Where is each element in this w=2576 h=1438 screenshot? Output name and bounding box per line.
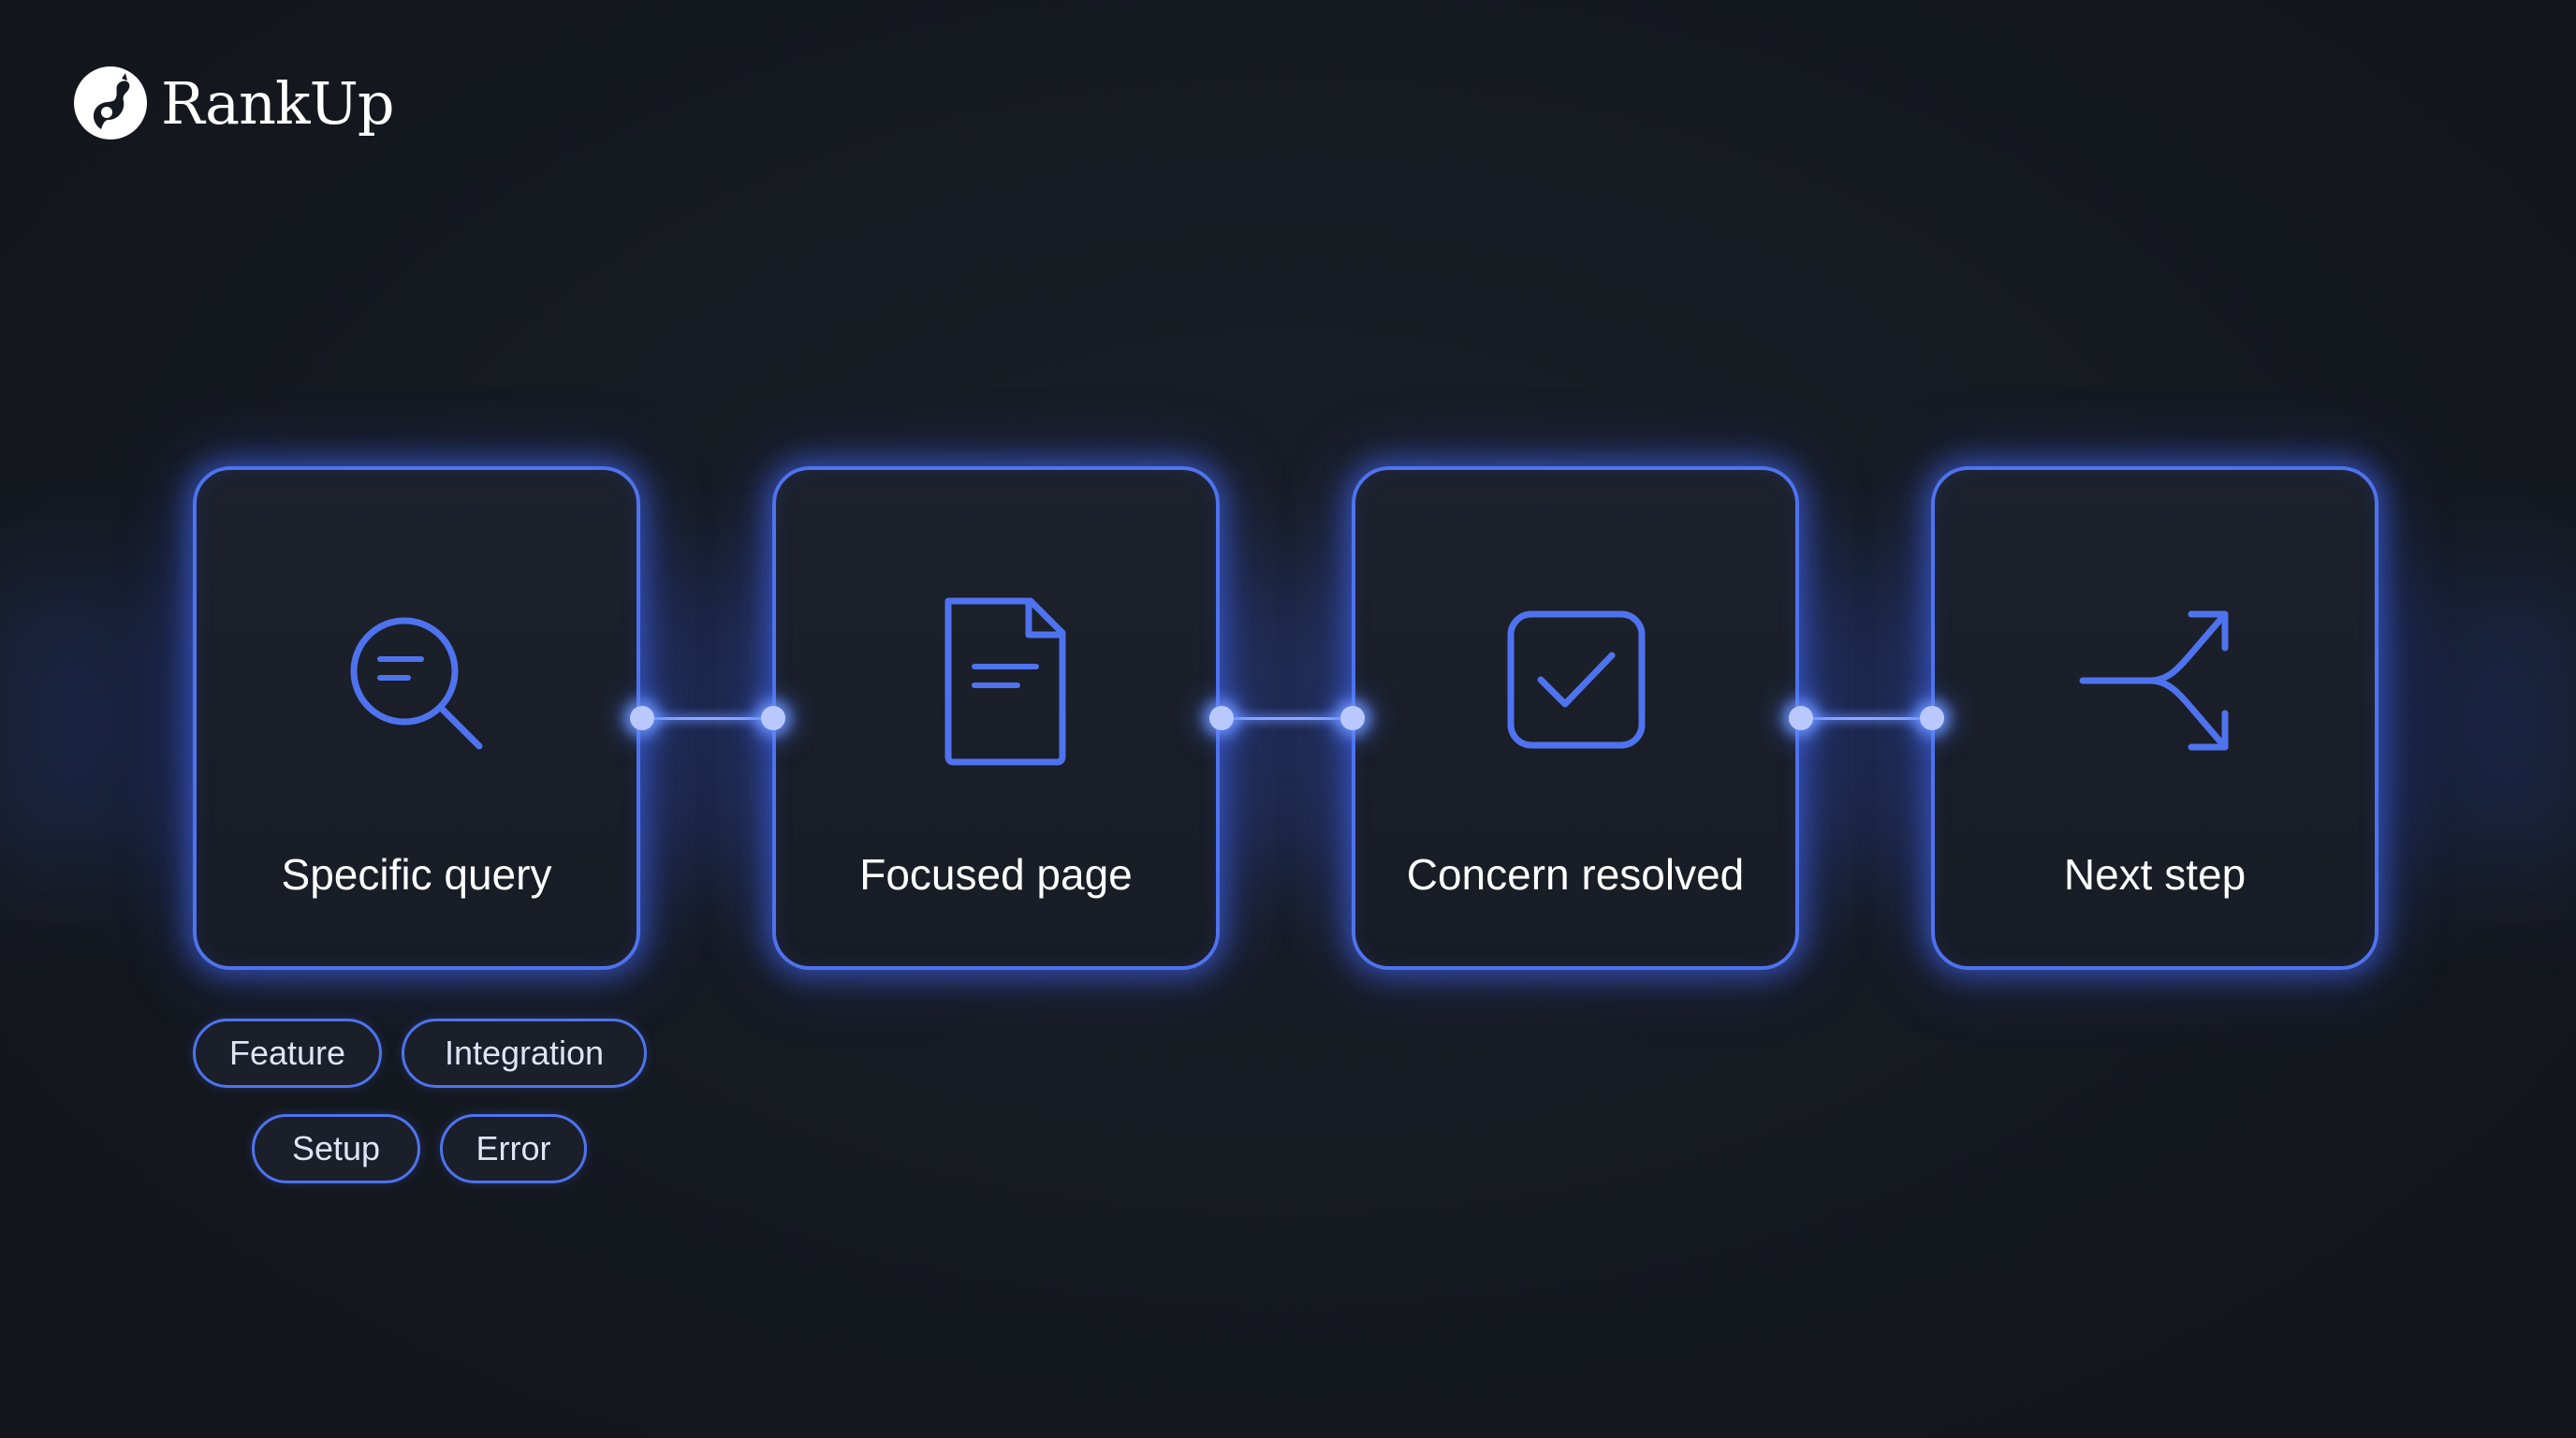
step-label: Concern resolved	[1406, 850, 1745, 899]
rankup-logo-icon	[74, 66, 147, 139]
connector-node	[1789, 706, 1813, 730]
connector-node	[1209, 706, 1234, 730]
connector-node	[761, 706, 785, 730]
step-label: Focused page	[859, 850, 1133, 899]
search-text-icon	[350, 617, 483, 750]
step-label: Specific query	[281, 850, 552, 899]
tag-integration: Integration	[402, 1019, 647, 1088]
tag-feature: Feature	[193, 1019, 382, 1088]
tag-setup: Setup	[252, 1114, 420, 1183]
connector-line	[642, 717, 773, 720]
step-card-specific-query: Specific query	[193, 466, 640, 970]
checkbox-check-icon	[1507, 610, 1646, 749]
connector-node	[1920, 706, 1944, 730]
step-card-focused-page: Focused page	[772, 466, 1220, 970]
step-label: Next step	[2063, 850, 2247, 899]
step-card-concern-resolved: Concern resolved	[1352, 466, 1799, 970]
connector-node	[630, 706, 654, 730]
tag-error: Error	[440, 1114, 587, 1183]
brand-logo: RankUp	[73, 66, 395, 140]
connector-node	[1340, 706, 1365, 730]
connector-line	[1222, 717, 1353, 720]
step-card-next-step: Next step	[1931, 466, 2378, 970]
connector-line	[1801, 717, 1932, 720]
connector-2-3	[1209, 706, 1365, 730]
branch-arrows-icon	[2079, 610, 2229, 751]
connector-3-4	[1789, 706, 1944, 730]
brand-name: RankUp	[161, 68, 395, 138]
connector-1-2	[630, 706, 785, 730]
document-icon	[944, 597, 1066, 766]
